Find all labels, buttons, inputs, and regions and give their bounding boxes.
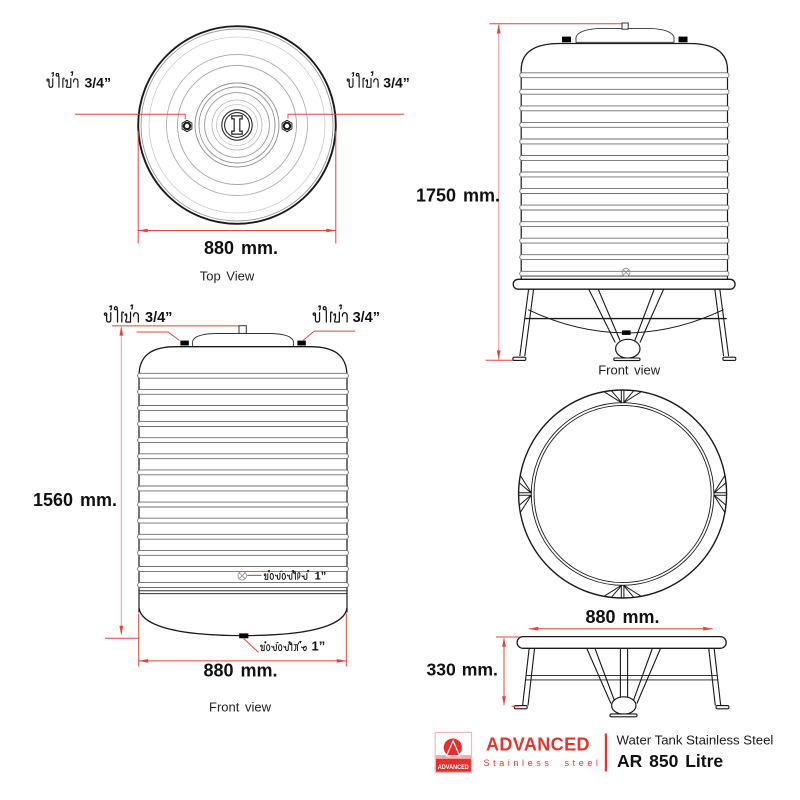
svg-text:1750 mm.: 1750 mm. <box>416 186 500 206</box>
svg-text:3/4”: 3/4” <box>383 74 409 90</box>
svg-text:880 mm.: 880 mm. <box>204 238 278 258</box>
svg-text:Water Tank Stainless Steel: Water Tank Stainless Steel <box>617 733 774 748</box>
svg-text:Front view: Front view <box>598 362 661 377</box>
svg-text:Stainless steel: Stainless steel <box>484 758 602 768</box>
svg-text:AR 850 Litre: AR 850 Litre <box>617 751 723 771</box>
svg-text:880 mm.: 880 mm. <box>585 607 659 627</box>
svg-text:Top View: Top View <box>200 269 255 284</box>
svg-text:330 mm.: 330 mm. <box>426 660 497 680</box>
svg-text:ADVANCED: ADVANCED <box>486 734 590 754</box>
svg-text:1”: 1” <box>312 639 326 654</box>
svg-text:ADVANCED: ADVANCED <box>438 765 470 771</box>
svg-text:880 mm.: 880 mm. <box>203 661 277 681</box>
svg-text:3/4”: 3/4” <box>353 310 380 326</box>
svg-text:1”: 1” <box>315 570 327 582</box>
svg-text:1560 mm.: 1560 mm. <box>33 490 117 510</box>
svg-text:3/4”: 3/4” <box>145 310 172 326</box>
svg-text:Front view: Front view <box>209 700 272 715</box>
svg-text:3/4”: 3/4” <box>85 74 111 90</box>
